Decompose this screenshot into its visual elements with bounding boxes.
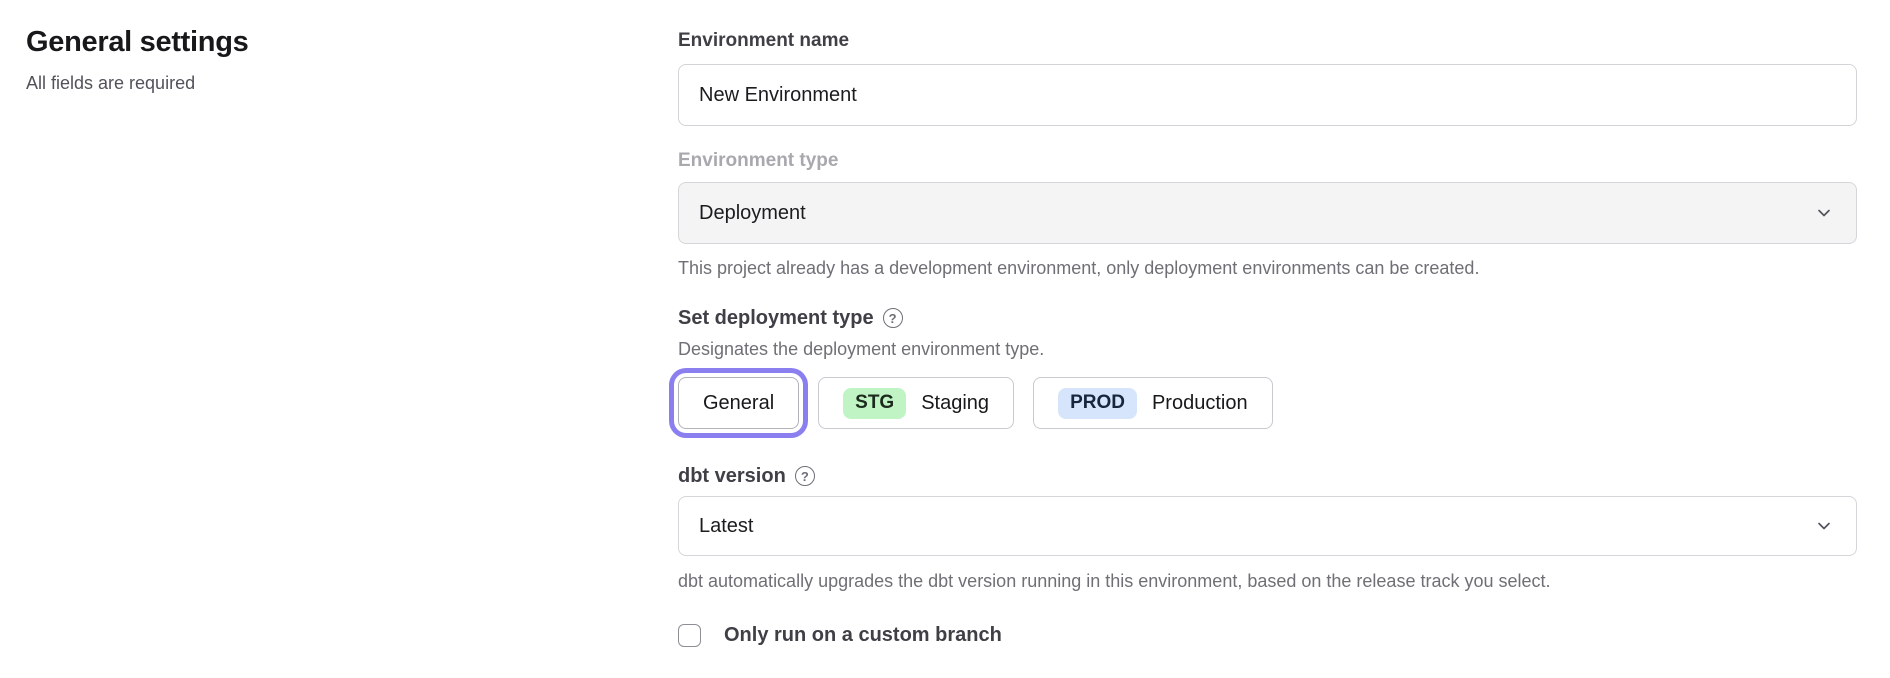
help-icon[interactable]: ? [882, 308, 903, 328]
dbt-version-select[interactable]: Latest [678, 496, 1857, 556]
environment-type-value: Deployment [699, 201, 806, 224]
deployment-type-option-general[interactable]: General [678, 377, 800, 429]
chevron-down-icon [1818, 522, 1830, 530]
help-icon[interactable]: ? [794, 466, 815, 486]
stg-badge: STG [843, 387, 907, 419]
custom-branch-row: Only run on a custom branch [678, 622, 1857, 648]
environment-type-helper: This project already has a development e… [678, 258, 1480, 278]
environment-name-input[interactable] [678, 64, 1857, 126]
option-general-label: General [703, 391, 775, 414]
dbt-version-label-text: dbt version [678, 465, 786, 487]
custom-branch-label: Only run on a custom branch [724, 624, 1002, 646]
page-title: General settings [26, 26, 249, 58]
deployment-type-options: General STG Staging PROD Production [678, 377, 1857, 429]
option-production-label: Production [1151, 391, 1248, 414]
prod-badge: PROD [1058, 387, 1137, 419]
custom-branch-checkbox[interactable] [678, 623, 701, 647]
page-subtitle: All fields are required [26, 73, 196, 94]
deployment-type-label-text: Set deployment type [678, 307, 874, 329]
deployment-type-helper: Designates the deployment environment ty… [678, 339, 1045, 359]
dbt-version-helper: dbt automatically upgrades the dbt versi… [678, 571, 1551, 591]
option-staging-label: Staging [921, 391, 990, 414]
deployment-type-label: Set deployment type ? [678, 307, 1857, 329]
dbt-version-value: Latest [699, 514, 754, 537]
environment-type-label: Environment type [678, 150, 839, 171]
dbt-version-label: dbt version ? [678, 465, 1857, 487]
settings-header: General settings All fields are required [26, 24, 546, 96]
environment-type-select: Deployment [678, 182, 1857, 244]
environment-settings-form: Environment name Environment type Deploy… [678, 30, 1857, 648]
chevron-down-icon [1818, 209, 1830, 217]
environment-name-label: Environment name [678, 30, 850, 51]
deployment-type-option-production[interactable]: PROD Production [1033, 377, 1273, 429]
deployment-type-option-staging[interactable]: STG Staging [818, 377, 1015, 429]
